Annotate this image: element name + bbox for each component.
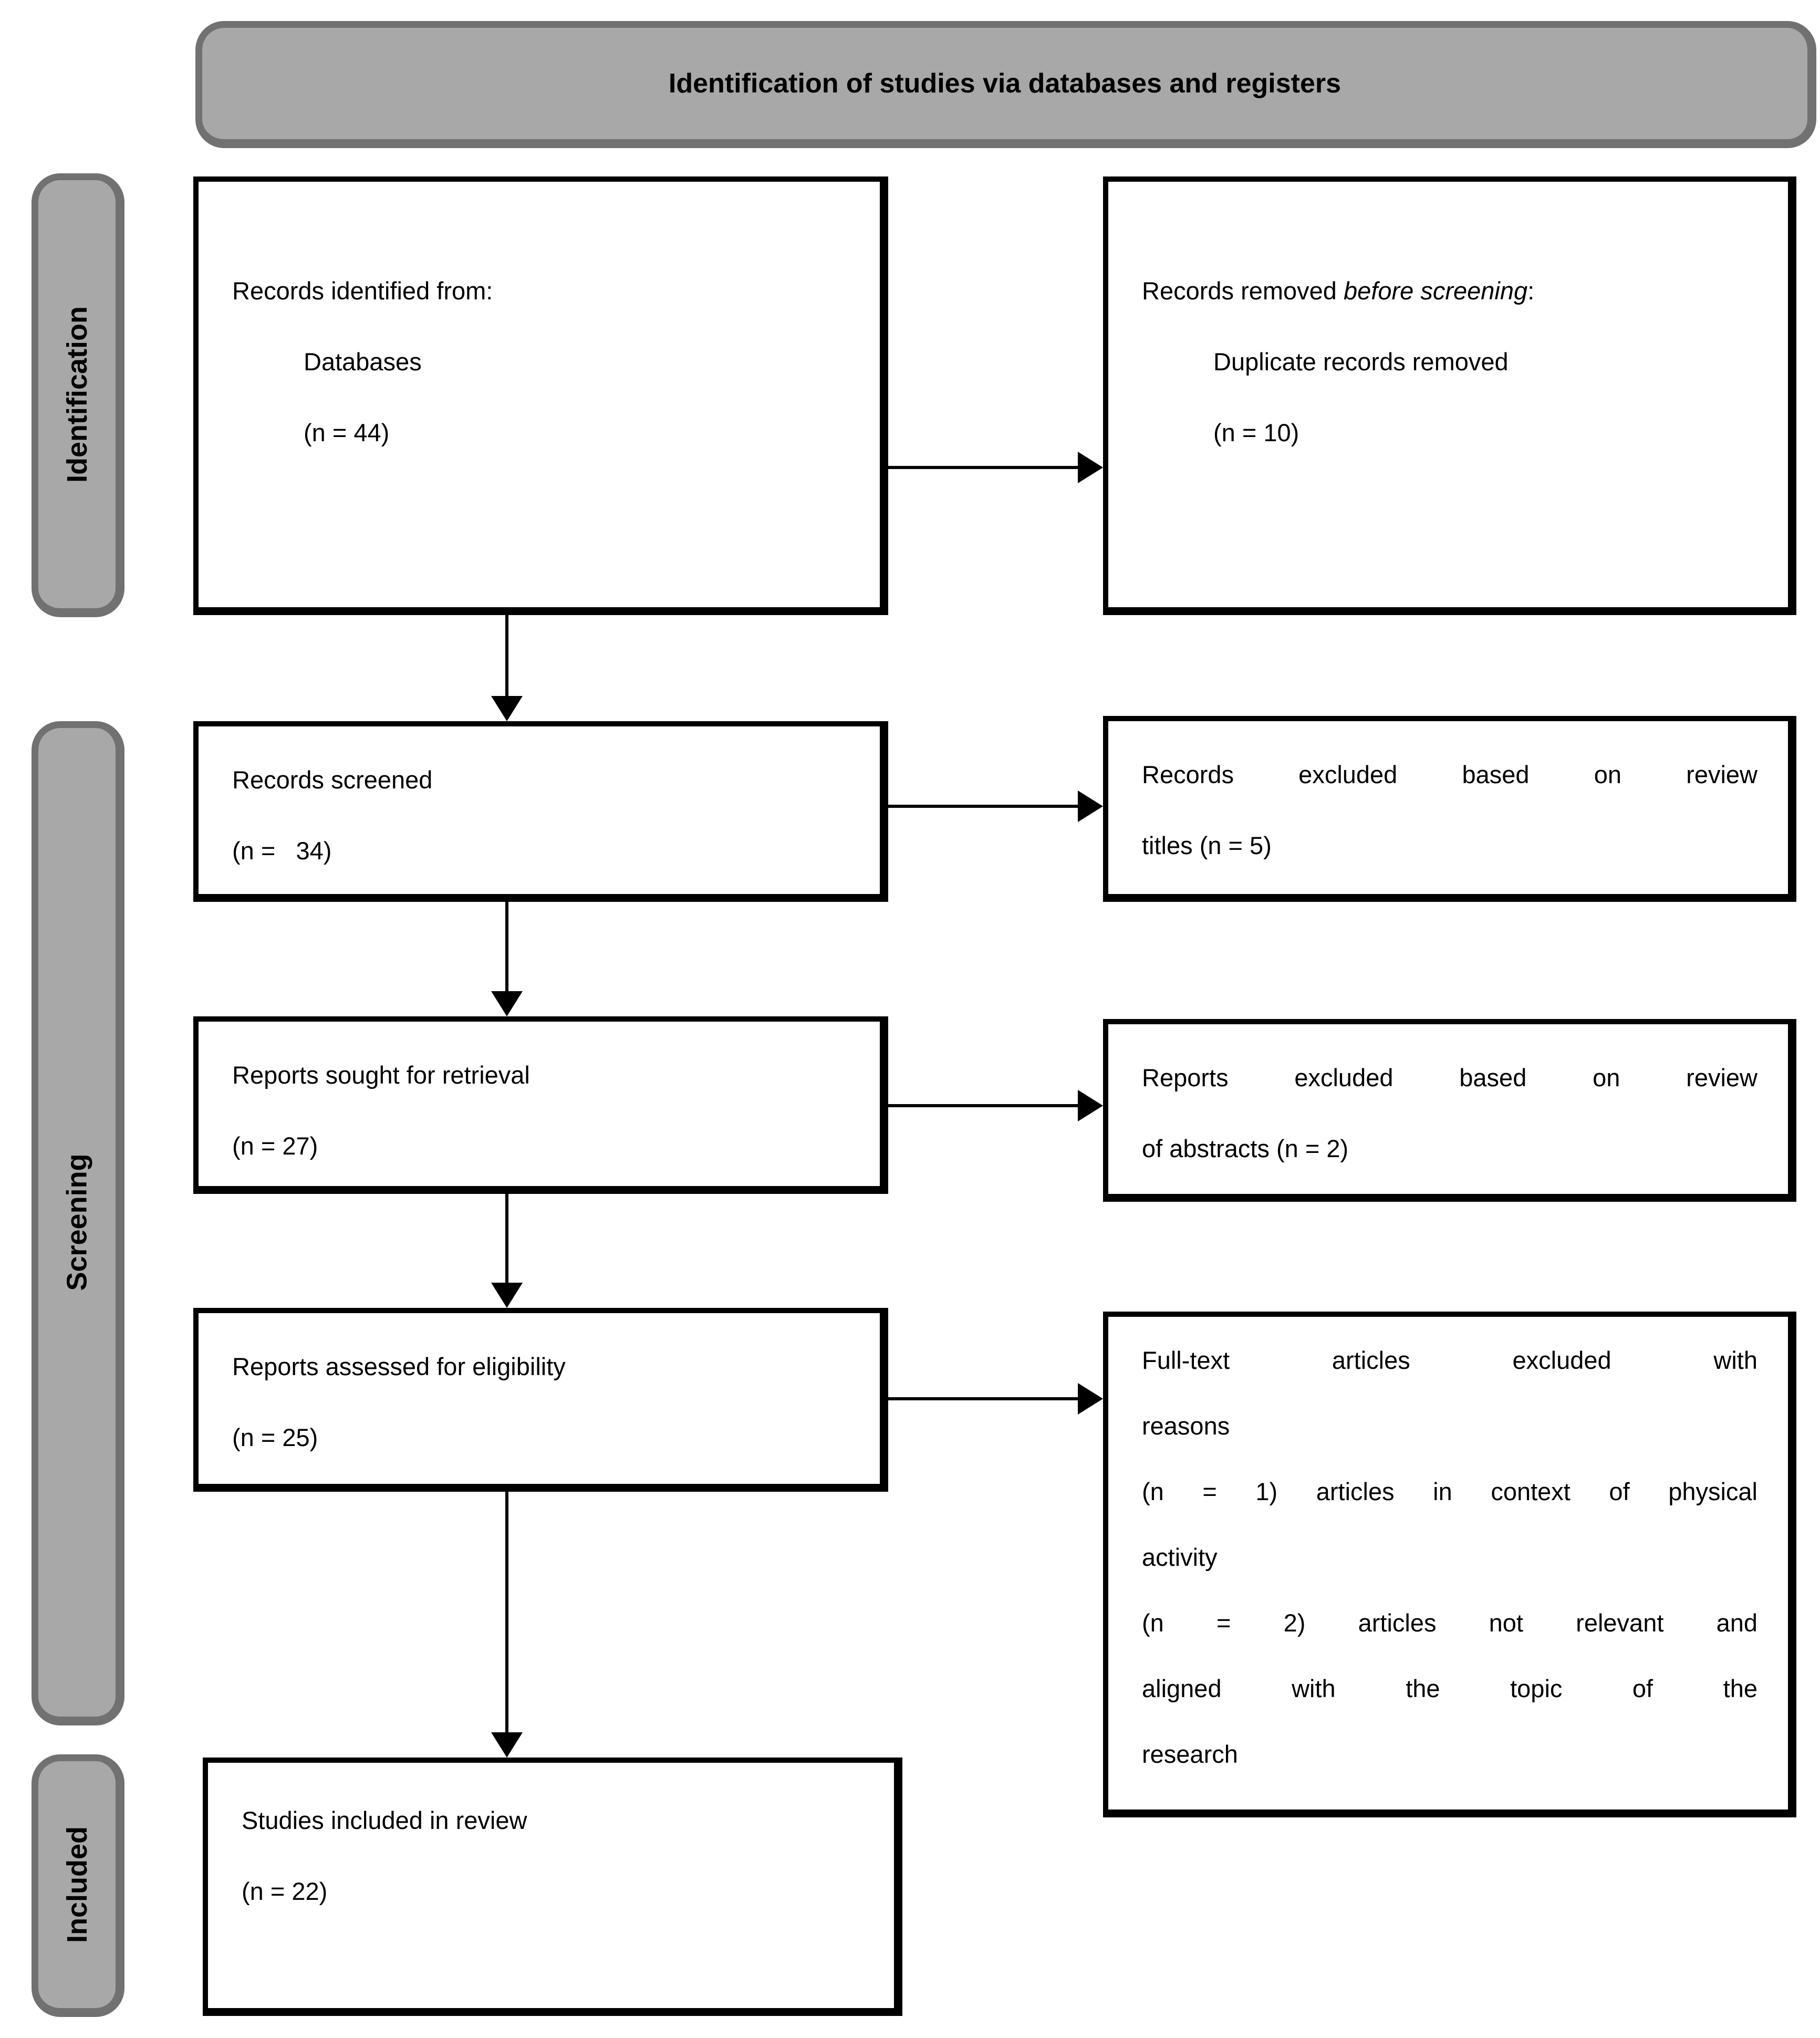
diagram-title: Identification of studies via databases … — [668, 68, 1341, 99]
box-line: (n = 1) articles in context of physical — [1142, 1478, 1757, 1505]
stage-label-included: Included — [61, 1826, 93, 1943]
arrowhead-right-icon — [1078, 1090, 1103, 1121]
box-line: Reports assessed for eligibility — [232, 1353, 566, 1380]
arrowhead-right-icon — [1078, 791, 1103, 822]
box-line-italic-text: before screening — [1344, 277, 1528, 305]
arrow-shaft — [505, 615, 508, 699]
box-line-text: : — [1527, 277, 1535, 305]
box-reports-excluded-abstracts: Reports excluded based on review of abst… — [1103, 1019, 1796, 1202]
box-line: titles (n = 5) — [1142, 831, 1272, 859]
box-line: Records screened — [232, 766, 433, 794]
arrow-shaft — [888, 1397, 1080, 1400]
stage-label-identification: Identification — [61, 306, 93, 483]
arrowhead-right-icon — [1078, 1383, 1103, 1415]
stage-band-included: Included — [32, 1754, 124, 2017]
box-line: of abstracts (n = 2) — [1142, 1135, 1349, 1162]
arrowhead-down-icon — [491, 991, 523, 1016]
box-line: Reports excluded based on review — [1142, 1064, 1757, 1091]
arrow-shaft — [888, 805, 1080, 808]
box-line-text: Records removed — [1142, 277, 1344, 305]
box-line: (n = 2) articles not relevant and — [1142, 1609, 1757, 1637]
box-line: Records removed before screening: — [1108, 182, 1788, 326]
box-line: research — [1142, 1740, 1238, 1768]
box-line: Databases — [304, 348, 422, 376]
box-line: (n = 10) — [1213, 419, 1299, 446]
stage-band-identification: Identification — [32, 173, 124, 617]
arrow-shaft — [888, 1104, 1080, 1107]
box-records-screened: Records screened (n = 34) — [193, 721, 888, 902]
box-line: reasons — [1142, 1412, 1230, 1440]
arrow-shaft — [505, 1492, 508, 1735]
box-studies-included: Studies included in review (n = 22) — [203, 1758, 902, 2016]
stage-band-screening: Screening — [32, 721, 124, 1725]
arrowhead-down-icon — [491, 1283, 523, 1308]
box-fulltext-excluded: Full-text articles excluded with reasons… — [1103, 1312, 1796, 1817]
box-line: (n = 34) — [232, 837, 332, 865]
title-banner: Identification of studies via databases … — [195, 21, 1816, 148]
arrowhead-right-icon — [1078, 452, 1103, 483]
box-line: (n = 27) — [232, 1132, 318, 1160]
box-line: Full-text articles excluded with — [1142, 1346, 1757, 1374]
box-records-removed: Records removed before screening: Duplic… — [1103, 176, 1796, 615]
stage-label-screening: Screening — [61, 1153, 93, 1291]
box-reports-assessed: Reports assessed for eligibility (n = 25… — [193, 1308, 888, 1492]
box-line: (n = 44) — [304, 419, 390, 446]
box-reports-sought: Reports sought for retrieval (n = 27) — [193, 1016, 888, 1194]
box-line: Studies included in review — [242, 1806, 527, 1834]
arrow-shaft — [505, 902, 508, 994]
box-line: activity — [1142, 1543, 1218, 1571]
box-line: aligned with the topic of the — [1142, 1675, 1757, 1702]
box-line: Reports sought for retrieval — [232, 1061, 530, 1089]
box-line: Records identified from: — [232, 277, 493, 305]
box-line: (n = 25) — [232, 1423, 318, 1451]
box-line: Records excluded based on review — [1142, 761, 1757, 788]
arrow-shaft — [888, 466, 1080, 469]
box-records-excluded-titles: Records excluded based on review titles … — [1103, 716, 1796, 902]
arrowhead-down-icon — [491, 1732, 523, 1758]
box-line: (n = 22) — [242, 1877, 328, 1905]
box-records-identified: Records identified from: Databases (n = … — [193, 176, 888, 615]
arrow-shaft — [505, 1194, 508, 1286]
arrowhead-down-icon — [491, 696, 523, 721]
box-line: Duplicate records removed — [1213, 348, 1509, 376]
